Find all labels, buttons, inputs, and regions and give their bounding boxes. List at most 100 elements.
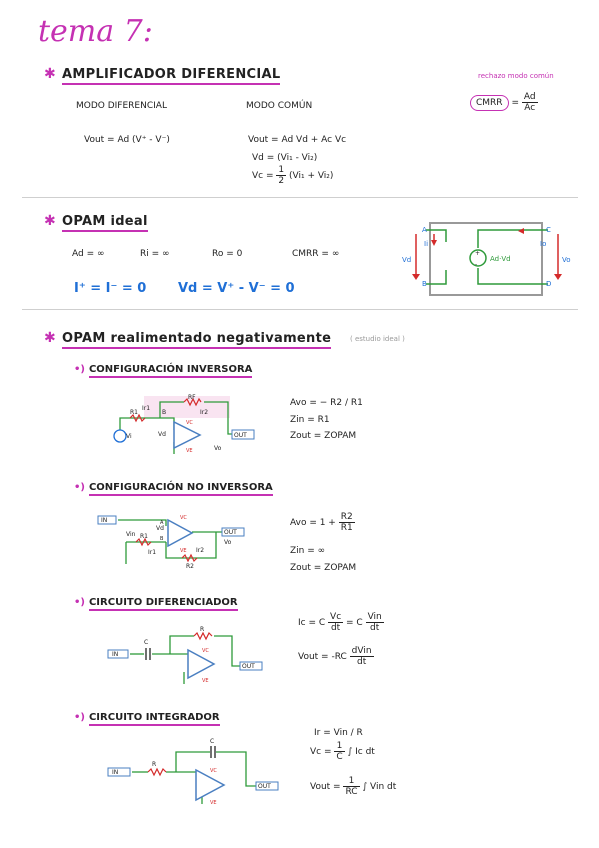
- estudio-note: ( estudio ideal ): [350, 335, 405, 343]
- bullet-icon: ✱: [44, 330, 57, 346]
- integrador-circuit: IN OUT C R VC VE: [107, 738, 279, 806]
- opamp-icon: [187, 648, 216, 680]
- r1-label: R1: [140, 533, 148, 540]
- vc-post: ∫ Ic dt: [347, 747, 375, 757]
- node-b: B: [422, 280, 427, 288]
- heading-text: AMPLIFICADOR DIFERENCIAL: [62, 67, 281, 85]
- ro-value: Ro = 0: [212, 249, 243, 259]
- b-label: B: [162, 409, 166, 416]
- resistor-icon: [193, 631, 213, 641]
- ir1-label: Ir1: [148, 549, 156, 556]
- out-label: OUT: [258, 783, 271, 790]
- r-label: R: [152, 761, 156, 768]
- vout-post: ∫ Vin dt: [362, 782, 397, 792]
- diferenciador-circuit: IN OUT C R VC VE: [107, 626, 263, 684]
- vc-pre: Vc =: [252, 171, 274, 181]
- ic-n1: Vc: [328, 612, 344, 623]
- sub-heading-diferenciador: •)CIRCUITO DIFERENCIADOR: [74, 597, 238, 611]
- vout-num: dVin: [349, 646, 374, 657]
- integ-ir: Ir = Vin / R: [314, 728, 363, 738]
- sub-heading-integrador: •)CIRCUITO INTEGRADOR: [74, 712, 220, 726]
- wire: [118, 519, 167, 526]
- out-label: OUT: [242, 663, 255, 670]
- ve-label: VE: [210, 800, 217, 806]
- opamp-icon: [173, 420, 202, 450]
- out-port-icon: [221, 527, 245, 537]
- wire: [477, 229, 548, 248]
- arrowhead-icon: [412, 274, 420, 280]
- in-label: IN: [112, 651, 118, 658]
- vc-den: 2: [278, 176, 285, 186]
- avo-pre: Avo = 1 +: [290, 518, 336, 528]
- in-port-icon: [107, 767, 131, 777]
- node-c: C: [546, 226, 551, 234]
- in-port-icon: [97, 515, 117, 525]
- wire: [477, 268, 548, 285]
- in-label: IN: [101, 517, 107, 524]
- avo-den: R1: [340, 523, 353, 533]
- wire: [169, 635, 194, 654]
- section-heading-realimentado: ✱ OPAM realimentado negativamente: [44, 330, 332, 349]
- vc-post: (Vi₁ + Vi₂): [289, 171, 334, 181]
- wire: [159, 401, 184, 418]
- inversora-circuit: OUT RF R1 Ir1 Ir2 B Vi Vd Vo VC VE: [113, 394, 255, 454]
- rechazo-note: rechazo modo común: [478, 72, 554, 80]
- heading-text: CONFIGURACIÓN NO INVERSORA: [88, 482, 273, 496]
- vi-label: Vi: [126, 433, 132, 440]
- wire: [165, 532, 217, 559]
- ri-value: Ri = ∞: [140, 249, 170, 259]
- r-label: R: [200, 626, 204, 633]
- vc-num: 1: [334, 741, 345, 752]
- vd-label: Vd: [402, 256, 411, 264]
- heading-text: OPAM realimentado negativamente: [62, 331, 332, 349]
- mode-comun-label: MODO COMÚN: [246, 101, 313, 111]
- ic-d1: dt: [330, 623, 341, 633]
- io-arrow-icon: [518, 228, 524, 234]
- resistor-icon: [147, 767, 167, 777]
- heading-text: CONFIGURACIÓN INVERSORA: [88, 364, 253, 378]
- section-heading-opam-ideal: ✱OPAM ideal: [44, 213, 148, 232]
- cmrr-circled: CMRR: [470, 95, 509, 111]
- vout-diff-formula: Vout = Ad (V⁺ - V⁻): [84, 135, 170, 145]
- ir2-label: Ir2: [200, 409, 208, 416]
- opam-box: [429, 222, 543, 296]
- ve-label: VE: [202, 678, 209, 684]
- section-heading-amplificador: ✱AMPLIFICADOR DIFERENCIAL: [44, 66, 281, 85]
- heading-text: OPAM ideal: [62, 214, 148, 232]
- no-inversora-circuit: IN OUT Vin Vd R1 R2 Ir1 Ir2 A B Vo VC VE: [97, 515, 245, 570]
- a-label: A: [160, 520, 164, 526]
- ad-value: Ad = ∞: [72, 249, 105, 259]
- opamp-icon: [195, 768, 226, 802]
- divider: [22, 309, 578, 310]
- wire: [119, 417, 175, 430]
- vout-den: dt: [356, 657, 367, 667]
- bullet-icon: •): [74, 482, 85, 493]
- ve-label: VE: [186, 448, 193, 454]
- vd-label: Vd: [156, 525, 164, 532]
- vc-label: VC: [180, 515, 187, 521]
- cmrr-value: CMRR = ∞: [292, 249, 340, 259]
- node-d: D: [546, 280, 551, 288]
- opam-ideal-diagram: + - Ad·Vd Vd Vo Ii Io A B C D: [402, 222, 571, 296]
- cmrr-num: Ad: [521, 92, 538, 103]
- minus-sign: -: [475, 261, 477, 268]
- ic-d2: dt: [370, 623, 380, 633]
- vo-label: Vo: [562, 256, 571, 264]
- ic-mid: = C: [346, 618, 363, 628]
- vc-label: VC: [210, 768, 217, 774]
- out-port-icon: [255, 781, 279, 791]
- vc-label: VC: [186, 420, 193, 426]
- plus-sign: +: [475, 250, 480, 257]
- arrowhead-icon: [431, 240, 437, 246]
- wire: [175, 751, 210, 772]
- source-vi-icon: [113, 429, 127, 443]
